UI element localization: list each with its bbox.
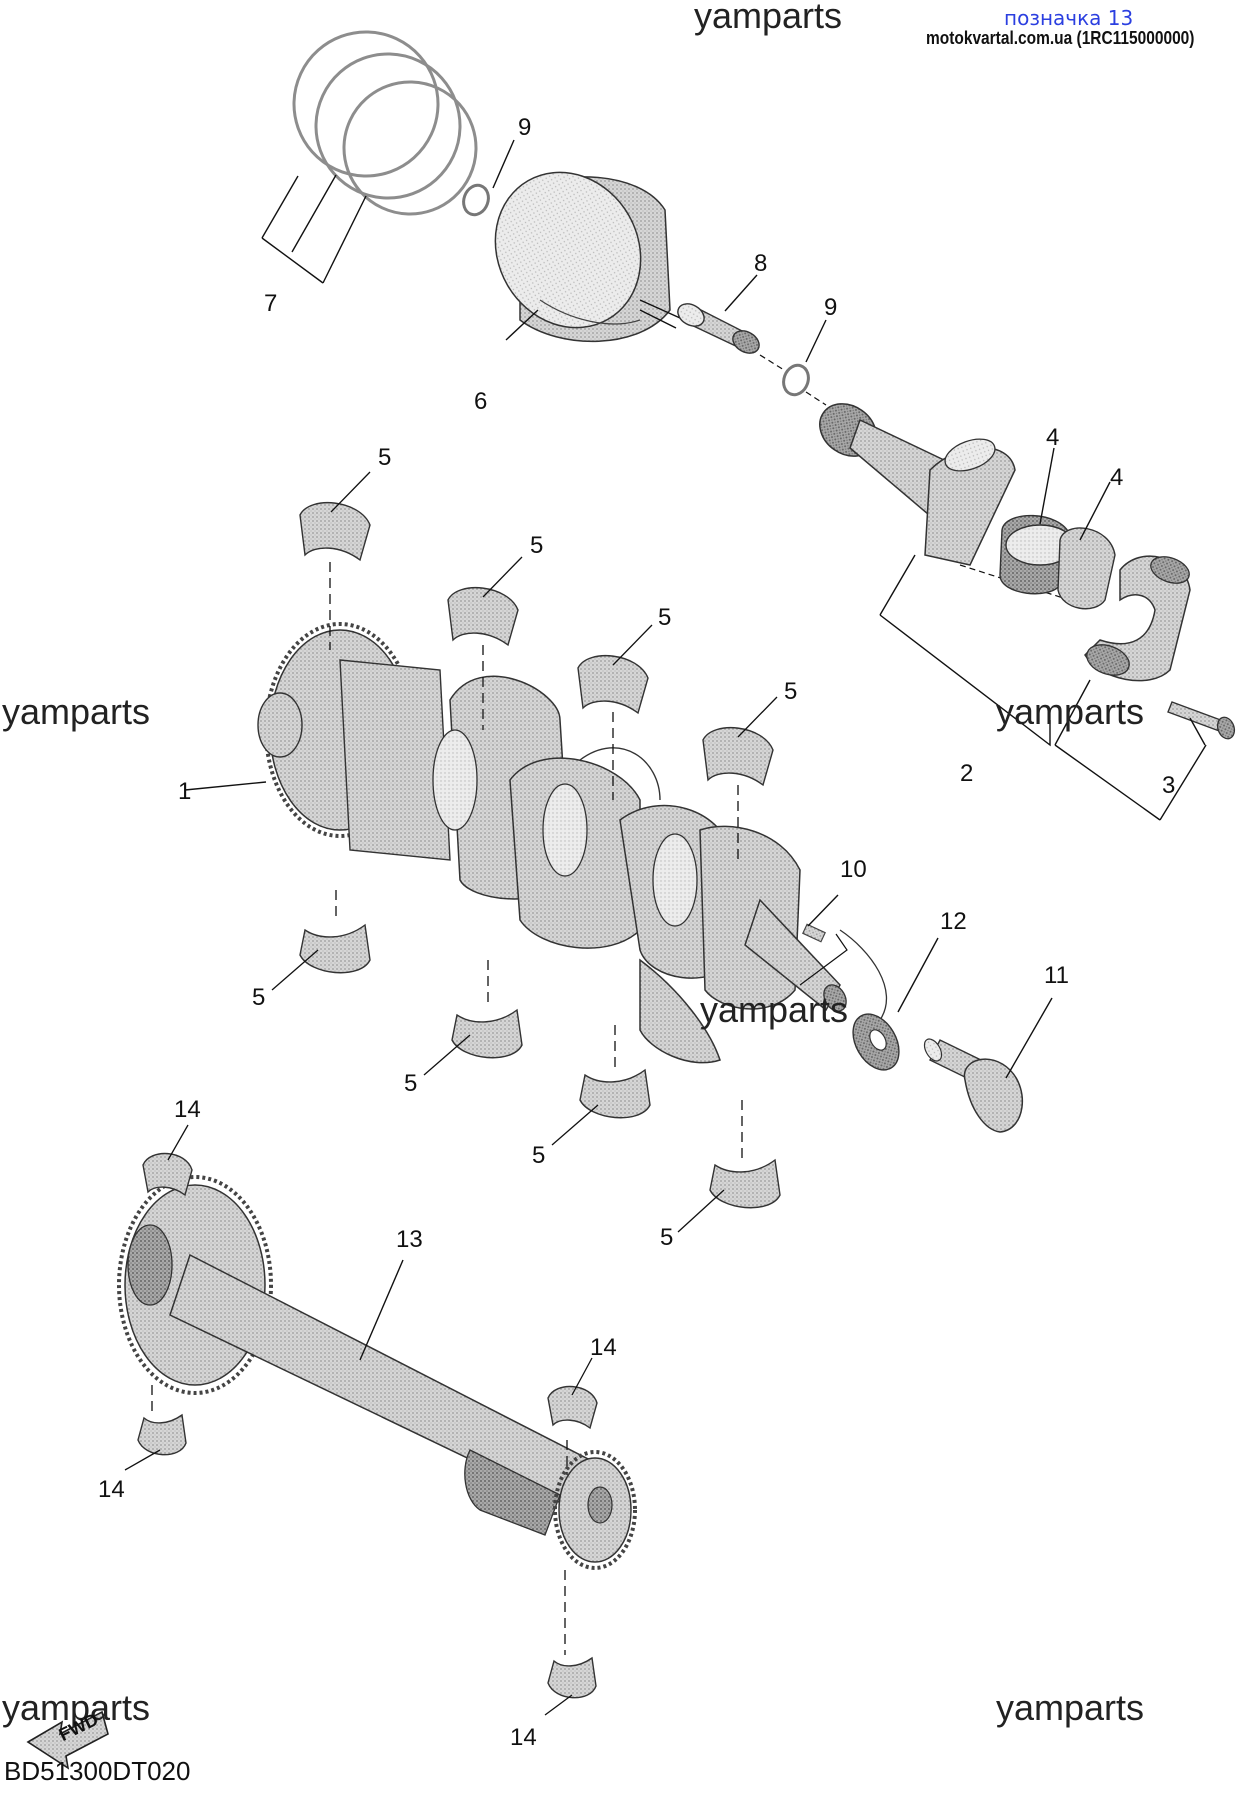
bearing-leaders	[271, 471, 778, 1233]
callout-5: 5	[252, 984, 266, 1011]
header-label: позначка 13	[1004, 6, 1134, 30]
watermark: yamparts	[694, 0, 843, 36]
balancer-bearing-leaders	[124, 1124, 593, 1716]
callout-5: 5	[658, 604, 672, 631]
watermark: yamparts	[700, 989, 849, 1030]
diagram-code: BD51300DT020	[4, 1756, 191, 1786]
callout-10: 10	[840, 856, 867, 883]
callout-2: 2	[960, 760, 974, 787]
callout-3: 3	[1162, 772, 1176, 799]
callout-14: 14	[174, 1096, 201, 1123]
callout-5: 5	[404, 1070, 418, 1097]
callout-4: 4	[1110, 464, 1124, 491]
callout-9: 9	[518, 114, 532, 141]
fwd-arrow-icon	[26, 1710, 109, 1770]
connecting-rod	[819, 403, 1086, 747]
rod-bolt	[1054, 701, 1236, 821]
leader-7	[261, 174, 367, 284]
callout-14: 14	[590, 1334, 617, 1361]
callout-5: 5	[532, 1142, 546, 1169]
balancer-bearings	[137, 1152, 598, 1699]
callout-5: 5	[784, 678, 798, 705]
balancer-shaft	[117, 1175, 637, 1570]
callout-1: 1	[178, 778, 192, 805]
callout-14: 14	[510, 1724, 537, 1751]
callout-6: 6	[474, 388, 488, 415]
watermark: yamparts	[996, 691, 1145, 732]
callout-11: 11	[1044, 962, 1069, 989]
main-bearings	[299, 501, 781, 1209]
callout-5: 5	[530, 532, 544, 559]
watermark: yamparts	[2, 691, 151, 732]
rod-cap	[1054, 555, 1191, 746]
callout-9: 9	[824, 294, 838, 321]
piston	[494, 171, 681, 343]
big-end-bearings	[999, 447, 1116, 610]
washer	[852, 937, 939, 1071]
circlip-upper	[462, 139, 515, 217]
watermark: yamparts	[2, 1687, 151, 1728]
callout-4: 4	[1046, 424, 1060, 451]
callout-8: 8	[754, 250, 768, 277]
crank-bolt	[923, 997, 1053, 1133]
crankshaft	[184, 622, 888, 1064]
piston-pin	[677, 274, 760, 354]
header-source: motokvartal.com.ua (1RC115000000)	[926, 28, 1195, 48]
callout-7: 7	[264, 290, 278, 317]
callout-12: 12	[940, 908, 967, 935]
watermark: yamparts	[996, 1687, 1145, 1728]
woodruff-key	[799, 894, 848, 986]
callout-5: 5	[660, 1224, 674, 1251]
callout-13: 13	[396, 1226, 423, 1253]
callout-14: 14	[98, 1476, 125, 1503]
circlip-lower	[759, 319, 827, 406]
callout-5: 5	[378, 444, 392, 471]
piston-rings	[292, 30, 478, 216]
